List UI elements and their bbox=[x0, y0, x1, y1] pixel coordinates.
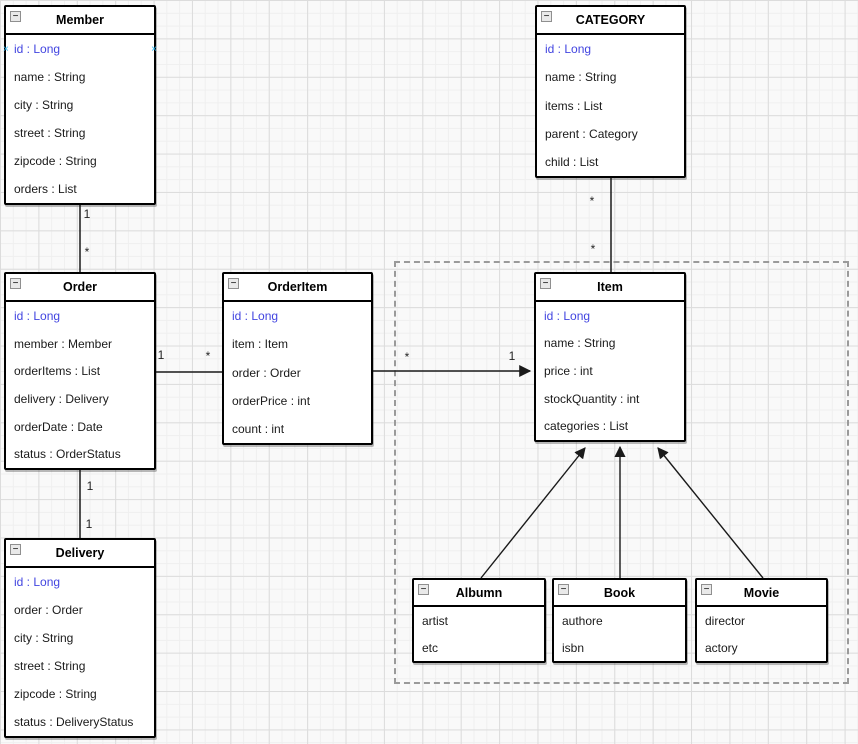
field-item[interactable]: item : Item bbox=[232, 337, 289, 352]
field-id[interactable]: id : Long bbox=[14, 42, 61, 56]
multiplicity-label[interactable]: * bbox=[590, 242, 596, 256]
field-name[interactable]: name : String bbox=[14, 70, 86, 84]
multiplicity-label[interactable]: 1 bbox=[157, 348, 165, 362]
field-name[interactable]: name : String bbox=[545, 70, 617, 85]
field-director[interactable]: director bbox=[705, 613, 746, 628]
field-artist[interactable]: artist bbox=[422, 613, 449, 628]
field-orders[interactable]: orders : List bbox=[14, 182, 77, 196]
class-order[interactable]: − Order id : Long member : Member orderIte… bbox=[4, 272, 156, 470]
multiplicity-label[interactable]: * bbox=[589, 194, 595, 208]
field-stockquantity[interactable]: stockQuantity : int bbox=[544, 391, 640, 406]
field-orderprice[interactable]: orderPrice : int bbox=[232, 393, 311, 408]
class-title: Item bbox=[597, 280, 623, 294]
multiplicity-label[interactable]: 1 bbox=[508, 349, 516, 363]
class-member[interactable]: − Member id : Long name : String city : St… bbox=[3, 5, 157, 205]
class-book[interactable]: − Book authore isbn bbox=[552, 578, 687, 663]
field-list: id : Long member : Member orderItems : Lis… bbox=[6, 302, 154, 468]
field-orderitems[interactable]: orderItems : List bbox=[14, 364, 101, 379]
class-category[interactable]: − CATEGORY id : Long name : String items :… bbox=[535, 5, 686, 178]
class-albumn[interactable]: − Albumn artist etc bbox=[412, 578, 546, 663]
multiplicity-label[interactable]: * bbox=[404, 350, 410, 364]
field-name[interactable]: name : String bbox=[544, 336, 616, 351]
class-title: OrderItem bbox=[267, 280, 328, 294]
class-delivery[interactable]: − Delivery id : Long order : Order city : … bbox=[4, 538, 156, 738]
class-header: − Item bbox=[536, 274, 684, 302]
class-title: Albumn bbox=[455, 585, 503, 600]
class-orderitem[interactable]: − OrderItem id : Long item : Item order : … bbox=[222, 272, 373, 445]
class-title: Book bbox=[603, 585, 636, 600]
field-id[interactable]: id : Long bbox=[14, 308, 61, 323]
collapse-icon[interactable]: − bbox=[540, 278, 551, 289]
field-status[interactable]: status : DeliveryStatus bbox=[14, 715, 134, 729]
field-authore[interactable]: authore bbox=[562, 613, 603, 628]
class-title: CATEGORY bbox=[575, 13, 646, 27]
class-movie[interactable]: − Movie director actory bbox=[695, 578, 828, 663]
collapse-icon[interactable]: − bbox=[10, 544, 21, 555]
field-parent[interactable]: parent : Category bbox=[545, 126, 638, 141]
field-list: id : Long name : String price : int stockQu… bbox=[536, 302, 684, 440]
class-header: − Albumn bbox=[414, 580, 544, 607]
field-street[interactable]: street : String bbox=[14, 126, 86, 140]
multiplicity-label[interactable]: 1 bbox=[85, 517, 93, 531]
field-status[interactable]: status : OrderStatus bbox=[14, 447, 121, 462]
field-member[interactable]: member : Member bbox=[14, 336, 113, 351]
field-zipcode[interactable]: zipcode : String bbox=[14, 687, 97, 701]
multiplicity-label[interactable]: 1 bbox=[86, 479, 94, 493]
item-group-frame[interactable] bbox=[394, 261, 849, 684]
field-actory[interactable]: actory bbox=[705, 640, 738, 655]
collapse-icon[interactable]: − bbox=[10, 278, 21, 289]
field-city[interactable]: city : String bbox=[14, 98, 74, 112]
field-items[interactable]: items : List bbox=[545, 98, 603, 113]
field-id[interactable]: id : Long bbox=[232, 309, 279, 324]
multiplicity-label[interactable]: * bbox=[205, 349, 211, 363]
field-id[interactable]: id : Long bbox=[545, 42, 592, 57]
collapse-icon[interactable]: − bbox=[541, 11, 552, 22]
field-etc[interactable]: etc bbox=[422, 640, 439, 655]
connection-point-icon[interactable]: × bbox=[3, 44, 9, 55]
field-list: id : Long name : String city : String stree… bbox=[6, 35, 154, 203]
field-city[interactable]: city : String bbox=[14, 631, 74, 645]
field-list: id : Long order : Order city : String stree… bbox=[6, 568, 154, 736]
class-title: Movie bbox=[743, 585, 780, 600]
field-id[interactable]: id : Long bbox=[544, 308, 591, 323]
field-list: id : Long name : String items : List parent… bbox=[537, 35, 684, 176]
field-list: id : Long item : Item order : Order orderPr… bbox=[224, 302, 371, 443]
field-id[interactable]: id : Long bbox=[14, 575, 61, 589]
collapse-icon[interactable]: − bbox=[10, 11, 21, 22]
class-header: − Movie bbox=[697, 580, 826, 607]
field-orderdate[interactable]: orderDate : Date bbox=[14, 419, 103, 434]
multiplicity-label[interactable]: * bbox=[84, 245, 90, 259]
field-categories[interactable]: categories : List bbox=[544, 419, 629, 434]
class-header: − Book bbox=[554, 580, 685, 607]
collapse-icon[interactable]: − bbox=[558, 584, 569, 595]
collapse-icon[interactable]: − bbox=[701, 584, 712, 595]
field-isbn[interactable]: isbn bbox=[562, 640, 585, 655]
class-header: − CATEGORY bbox=[537, 7, 684, 35]
class-header: − Delivery bbox=[6, 540, 154, 568]
multiplicity-label[interactable]: 1 bbox=[83, 207, 91, 221]
class-title: Order bbox=[62, 280, 98, 294]
class-title: Member bbox=[56, 13, 104, 27]
connection-point-icon[interactable]: × bbox=[151, 44, 157, 55]
class-title: Delivery bbox=[55, 546, 105, 560]
field-price[interactable]: price : int bbox=[544, 363, 593, 378]
field-child[interactable]: child : List bbox=[545, 154, 599, 169]
field-order[interactable]: order : Order bbox=[14, 603, 83, 617]
field-order[interactable]: order : Order bbox=[232, 365, 301, 380]
collapse-icon[interactable]: − bbox=[228, 278, 239, 289]
field-count[interactable]: count : int bbox=[232, 421, 285, 436]
class-header: − Member bbox=[6, 7, 154, 35]
class-header: − OrderItem bbox=[224, 274, 371, 302]
field-street[interactable]: street : String bbox=[14, 659, 86, 673]
class-item[interactable]: − Item id : Long name : String price : int… bbox=[534, 272, 686, 442]
field-zipcode[interactable]: zipcode : String bbox=[14, 154, 97, 168]
collapse-icon[interactable]: − bbox=[418, 584, 429, 595]
field-list: artist etc bbox=[414, 607, 544, 661]
class-header: − Order bbox=[6, 274, 154, 302]
field-list: authore isbn bbox=[554, 607, 685, 661]
field-delivery[interactable]: delivery : Delivery bbox=[14, 391, 109, 406]
field-list: director actory bbox=[697, 607, 826, 661]
